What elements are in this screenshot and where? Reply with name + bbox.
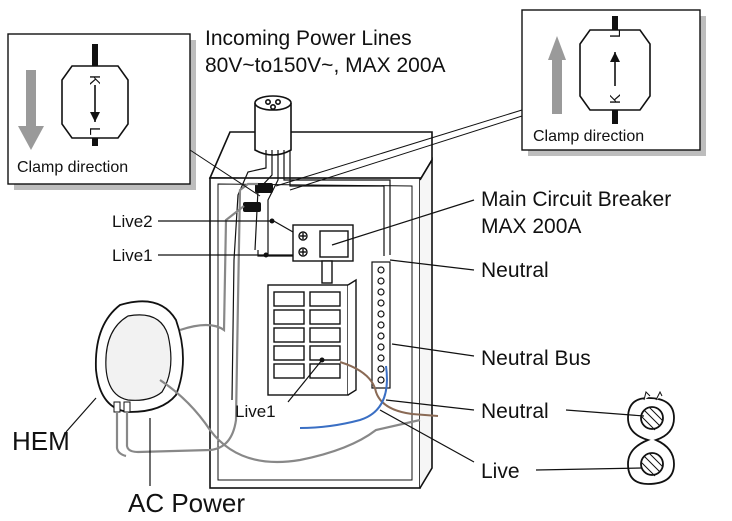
incoming-power-title: Incoming Power Lines: [205, 27, 412, 50]
live1-breaker-leader: [287, 359, 323, 403]
power-conduit: [254, 95, 292, 156]
hem-leader: [65, 397, 97, 433]
right-clamp-caption: Clamp direction: [533, 128, 644, 145]
neutral-bus-leader: [391, 343, 475, 357]
left-clamp-letter-bottom: L: [86, 127, 103, 135]
right-clamp-letter-bottom: K: [607, 94, 624, 104]
live1-breaker-dot: [319, 357, 325, 363]
right-clamp-letter-top: L: [607, 30, 624, 38]
label-live-plug: Live: [481, 460, 520, 483]
neutral-plug-leader: [565, 409, 645, 417]
left-clamp-letter-top: K: [86, 75, 103, 85]
live-plug-leader: [535, 467, 643, 471]
label-live2: Live2: [112, 212, 153, 231]
right-inset-pointer-2: [289, 115, 523, 191]
label-main-breaker-max: MAX 200A: [481, 215, 581, 238]
label-hem: HEM: [12, 426, 70, 456]
right-inset-pointer: [275, 109, 523, 187]
left-inset-pointer: [189, 149, 261, 197]
live2-dot: [269, 218, 275, 224]
right-clamp-inset: [521, 9, 706, 156]
label-neutral-plug: Neutral: [481, 400, 549, 423]
left-clamp-caption: Clamp direction: [17, 159, 128, 176]
main-breaker-leader: [331, 199, 475, 246]
hem-device: [95, 300, 184, 413]
neutral-wire-leader: [385, 399, 475, 411]
label-main-breaker: Main Circuit Breaker: [481, 188, 671, 211]
live-wire: [339, 361, 439, 417]
label-live1: Live1: [112, 246, 153, 265]
hem-cables: [115, 182, 421, 464]
neutral-bus-bar: [371, 261, 391, 389]
left-clamp-inset: [7, 33, 196, 190]
neutral-top-leader: [389, 259, 475, 271]
current-clamps: [243, 183, 273, 212]
label-neutral-top: Neutral: [481, 259, 549, 282]
incoming-wires: [231, 150, 391, 401]
outlet-plug: [627, 390, 675, 485]
main-circuit-breaker: [292, 224, 354, 284]
live1-dot: [263, 252, 269, 258]
branch-breakers: [267, 278, 357, 396]
incoming-power-spec: 80V~to150V~, MAX 200A: [205, 54, 446, 77]
label-neutral-bus: Neutral Bus: [481, 347, 591, 370]
label-ac-power: AC Power: [128, 488, 245, 518]
neutral-wire: [299, 365, 388, 429]
live-wire-leader: [379, 409, 475, 463]
label-live1-breaker: Live1: [235, 402, 276, 421]
